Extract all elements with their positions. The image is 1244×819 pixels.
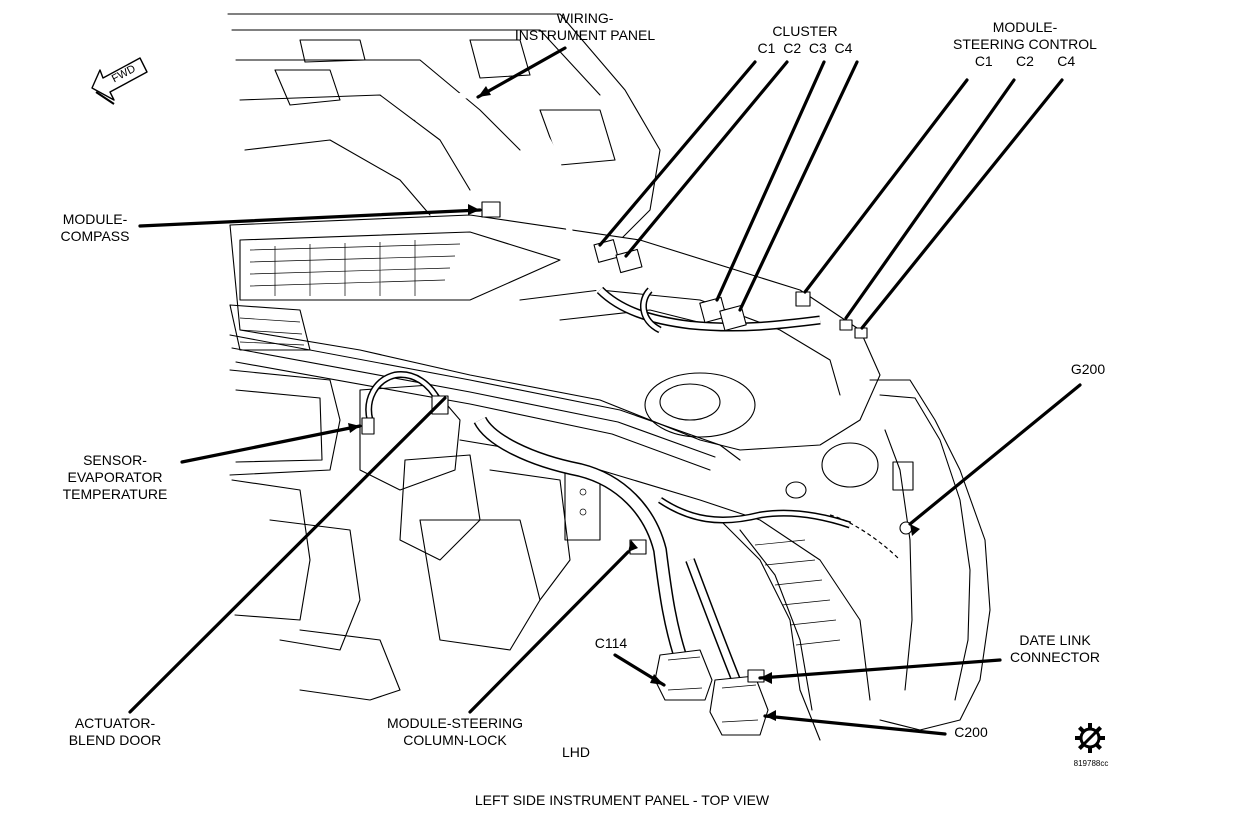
- steering-control-c1-connector: [795, 291, 811, 307]
- cluster-c4-connector: [719, 304, 747, 332]
- label-c114: C114: [594, 635, 628, 651]
- label-module-steering-column-lock: MODULE-STEERING COLUMN-LOCK: [370, 715, 540, 749]
- leader-module-compass: [138, 208, 482, 228]
- panel-line-art: [227, 13, 991, 741]
- label-line: STEERING CONTROL: [953, 36, 1097, 52]
- data-link-connector: [747, 669, 765, 683]
- label-wiring-instrument-panel: WIRING- INSTRUMENT PANEL: [500, 10, 670, 44]
- label-sensor-evaporator-temperature: SENSOR- EVAPORATOR TEMPERATURE: [40, 452, 190, 503]
- leader-data-link-connector: [758, 658, 1002, 680]
- label-line: C1 C2 C3 C4: [757, 40, 853, 56]
- label-image-id: 819788cc: [1073, 759, 1109, 768]
- leader-wiring-instrument-panel: [476, 46, 567, 99]
- wiring-harness: [365, 92, 901, 692]
- leader-steering-column-lock: [468, 550, 630, 714]
- leader-cluster-c4: [738, 60, 859, 312]
- leader-actuator-blend-door: [128, 396, 447, 714]
- label-line: COLUMN-LOCK: [403, 732, 507, 748]
- leader-c200: [763, 714, 947, 736]
- label-line: EVAPORATOR: [67, 469, 163, 485]
- label-module-compass: MODULE- COMPASS: [40, 211, 150, 245]
- leader-arrowheads: [348, 86, 920, 721]
- gear-symbol-icon: [1075, 723, 1105, 753]
- fwd-arrow-icon: [91, 57, 148, 105]
- label-cluster: CLUSTER C1 C2 C3 C4: [730, 23, 880, 57]
- leader-steering-control-c4: [860, 78, 1064, 330]
- label-line: DATE LINK: [1019, 632, 1091, 648]
- cluster-c2-connector: [615, 248, 643, 274]
- leader-lines: [128, 46, 1082, 736]
- leader-evaporator-sensor: [180, 424, 362, 464]
- label-c200: C200: [954, 724, 988, 740]
- label-g200: G200: [1070, 361, 1106, 377]
- leader-steering-control-c2: [844, 78, 1016, 320]
- label-data-link-connector: DATE LINK CONNECTOR: [990, 632, 1120, 666]
- module-compass-connector: [481, 201, 501, 218]
- label-line: COMPASS: [60, 228, 130, 244]
- label-line: INSTRUMENT PANEL: [514, 27, 656, 43]
- label-line: MODULE-: [62, 211, 128, 227]
- leader-cluster-c1: [598, 60, 757, 247]
- diagram-caption: LEFT SIDE INSTRUMENT PANEL - TOP VIEW: [474, 792, 770, 808]
- label-line: TEMPERATURE: [62, 486, 168, 502]
- leader-cluster-c2: [624, 60, 789, 258]
- connectors: [361, 201, 913, 736]
- leader-g200: [908, 383, 1082, 526]
- label-lhd: LHD: [561, 744, 590, 760]
- label-line: MODULE-: [992, 19, 1058, 35]
- label-line: CLUSTER: [772, 23, 838, 39]
- evaporator-sensor-connector: [361, 417, 375, 435]
- label-line: BLEND DOOR: [68, 732, 162, 748]
- label-line: SENSOR-: [83, 452, 147, 468]
- cluster-c3-connector: [699, 296, 727, 324]
- steering-control-c4-connector: [854, 327, 868, 339]
- c200-connector: [709, 675, 769, 736]
- label-actuator-blend-door: ACTUATOR- BLEND DOOR: [50, 715, 180, 749]
- c114-connector: [654, 649, 713, 701]
- label-line: ACTUATOR-: [74, 715, 156, 731]
- leader-steering-control-c1: [803, 78, 969, 294]
- steering-control-c2-connector: [839, 319, 853, 331]
- label-module-steering-control: MODULE- STEERING CONTROL C1 C2 C4: [935, 19, 1115, 70]
- label-line: CONNECTOR: [1010, 649, 1100, 665]
- leader-cluster-c3: [715, 60, 826, 302]
- label-line: MODULE-STEERING: [386, 715, 524, 731]
- label-line: WIRING-: [556, 10, 614, 26]
- label-line: C1 C2 C4: [974, 53, 1076, 69]
